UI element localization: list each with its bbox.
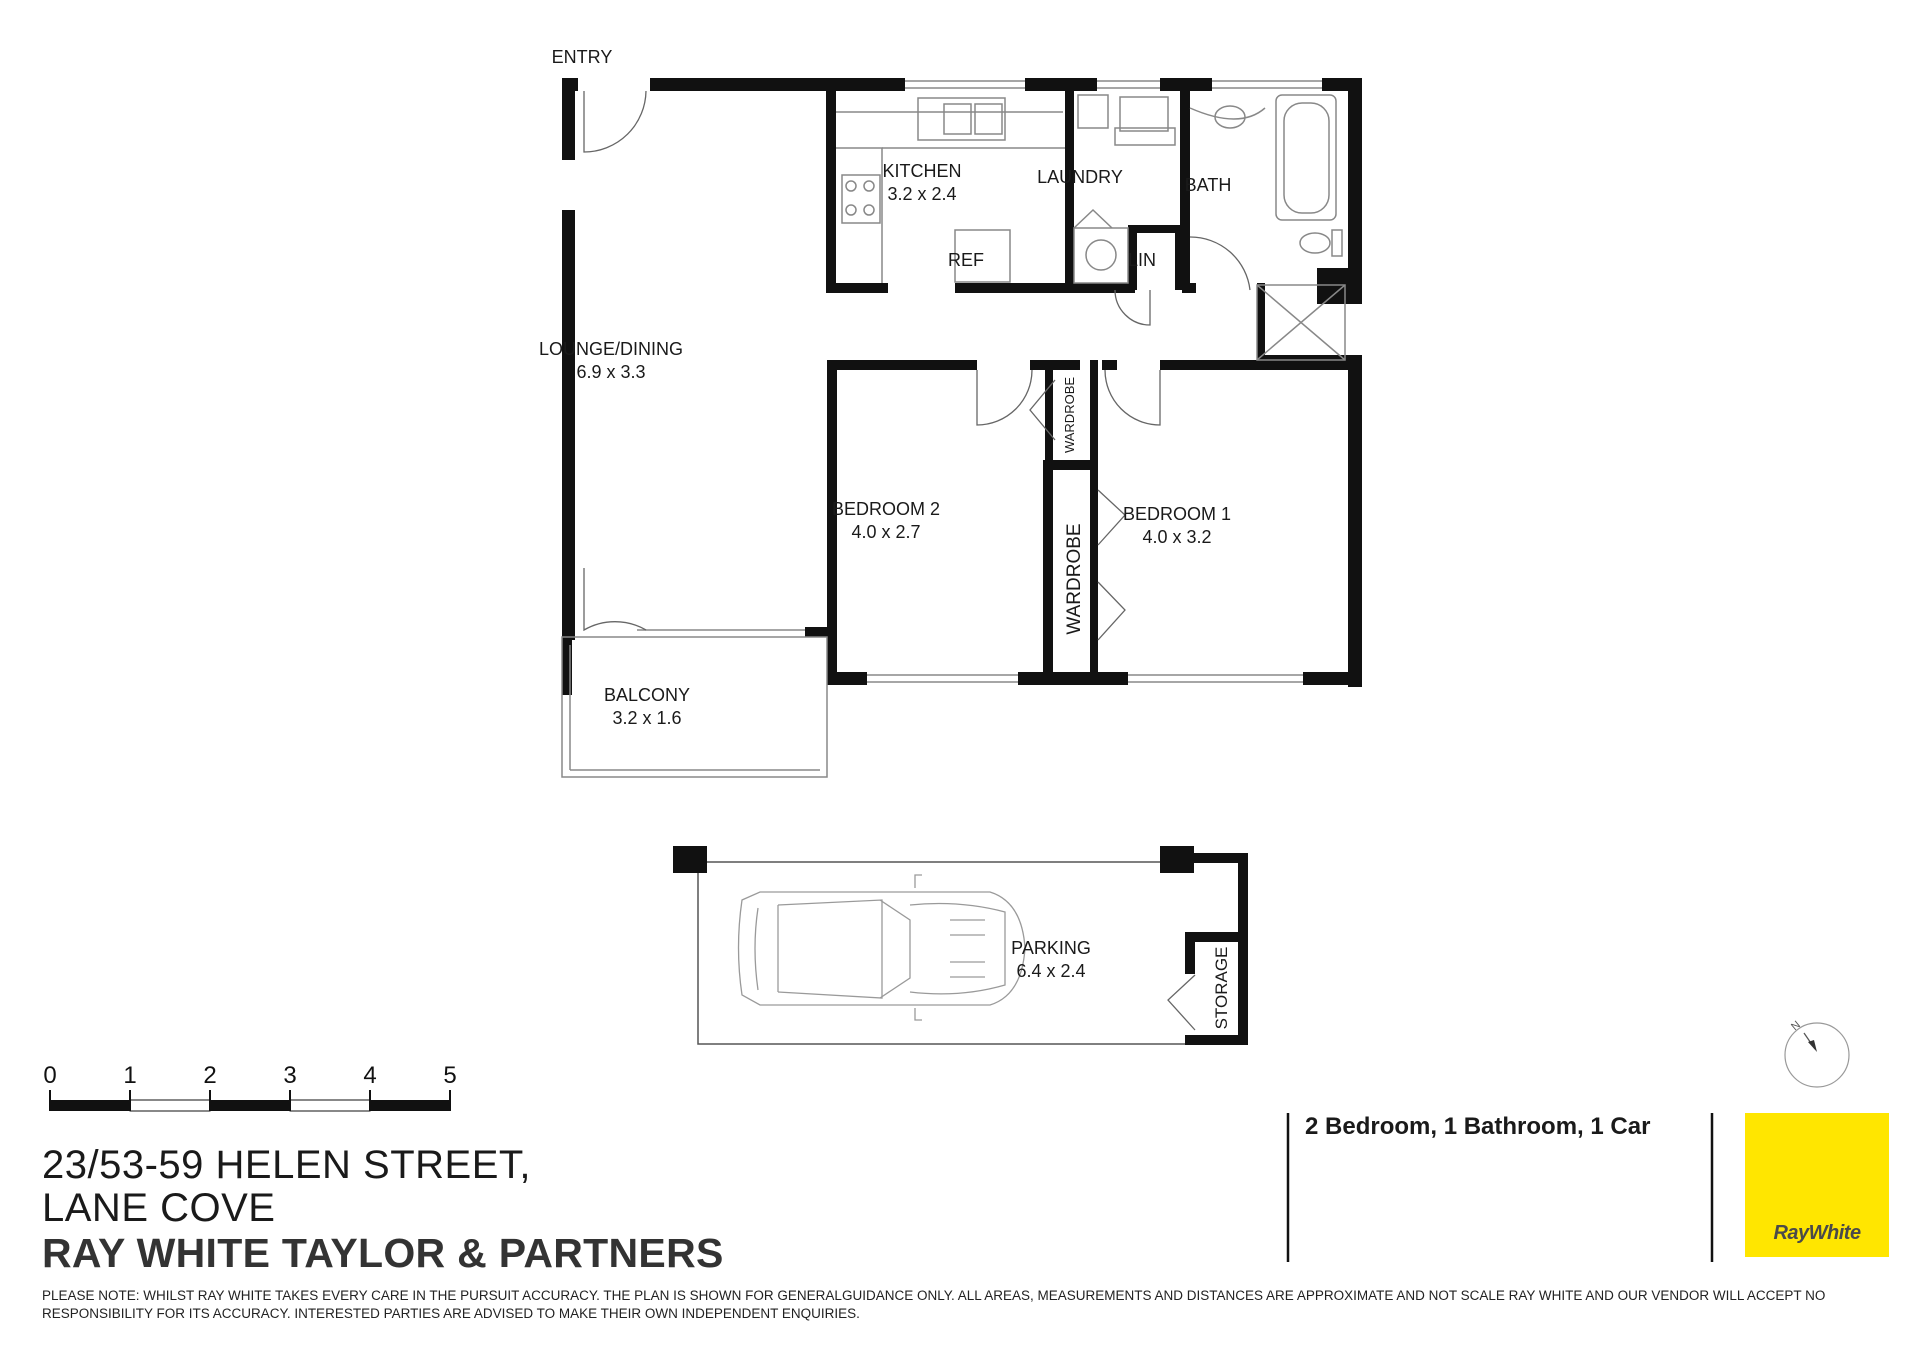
room-bedroom1-size: 4.0 x 3.2 (1142, 527, 1212, 547)
scale-tick-2: 2 (203, 1062, 217, 1089)
property-summary: 2 Bedroom, 1 Bathroom, 1 Car (1305, 1113, 1651, 1140)
entry-label: ENTRY (551, 47, 613, 67)
car-icon (737, 874, 1026, 1021)
scale-tick-1: 1 (123, 1062, 137, 1089)
room-kitchen: KITCHEN 3.2 x 2.4 (882, 160, 961, 206)
logo-text: RayWhite (1773, 1222, 1861, 1244)
room-parking-size: 6.4 x 2.4 (1016, 961, 1086, 981)
room-bedroom2-name: BEDROOM 2 (831, 499, 941, 519)
room-lounge-size: 6.9 x 3.3 (576, 362, 646, 382)
room-kitchen-name: KITCHEN (882, 161, 962, 181)
room-parking-name: PARKING (1011, 938, 1091, 958)
room-bedroom-2: BEDROOM 2 4.0 x 2.7 (832, 498, 940, 544)
address-line-2: LANE COVE (42, 1186, 276, 1230)
scale-tick-3: 3 (283, 1062, 297, 1089)
room-bedroom2-size: 4.0 x 2.7 (851, 522, 921, 542)
room-bath: BATH (1184, 175, 1232, 195)
apartment-details (561, 80, 1346, 778)
apartment-walls (562, 78, 1362, 695)
property-address: 23/53-59 HELEN STREET, LANE COVE (42, 1144, 531, 1230)
scale-tick-0: 0 (43, 1062, 57, 1089)
room-lin: LIN (1127, 250, 1157, 270)
parking-area (673, 846, 1248, 1045)
room-balcony-size: 3.2 x 1.6 (612, 708, 682, 728)
compass-icon (1784, 1022, 1850, 1088)
room-wardrobe-large: WARDROBE (1064, 523, 1085, 635)
room-laundry: LAUNDRY (1037, 167, 1123, 187)
ray-white-logo: RayWhite (1745, 1113, 1889, 1257)
room-ref: REF (948, 250, 984, 270)
scale-bar (49, 1090, 451, 1112)
room-wardrobe-small: WARDROBE (1062, 376, 1077, 454)
room-bedroom-1: BEDROOM 1 4.0 x 3.2 (1123, 503, 1231, 549)
room-kitchen-size: 3.2 x 2.4 (887, 184, 957, 204)
scale-tick-4: 4 (363, 1062, 377, 1089)
scale-tick-5: 5 (443, 1062, 457, 1089)
agency-name: RAY WHITE TAYLOR & PARTNERS (42, 1230, 724, 1276)
room-balcony: BALCONY 3.2 x 1.6 (604, 684, 690, 730)
room-parking: PARKING 6.4 x 2.4 (1011, 937, 1091, 983)
room-balcony-name: BALCONY (603, 685, 691, 705)
address-line-1: 23/53-59 HELEN STREET, (42, 1143, 531, 1187)
room-storage: STORAGE (1212, 946, 1231, 1030)
doors (583, 90, 1251, 641)
room-lounge-dining: LOUNGE/DINING 6.9 x 3.3 (539, 338, 683, 384)
room-bedroom1-name: BEDROOM 1 (1122, 504, 1232, 524)
room-lounge-name: LOUNGE/DINING (538, 339, 684, 359)
disclaimer-text: PLEASE NOTE: WHILST RAY WHITE TAKES EVER… (42, 1288, 1826, 1321)
